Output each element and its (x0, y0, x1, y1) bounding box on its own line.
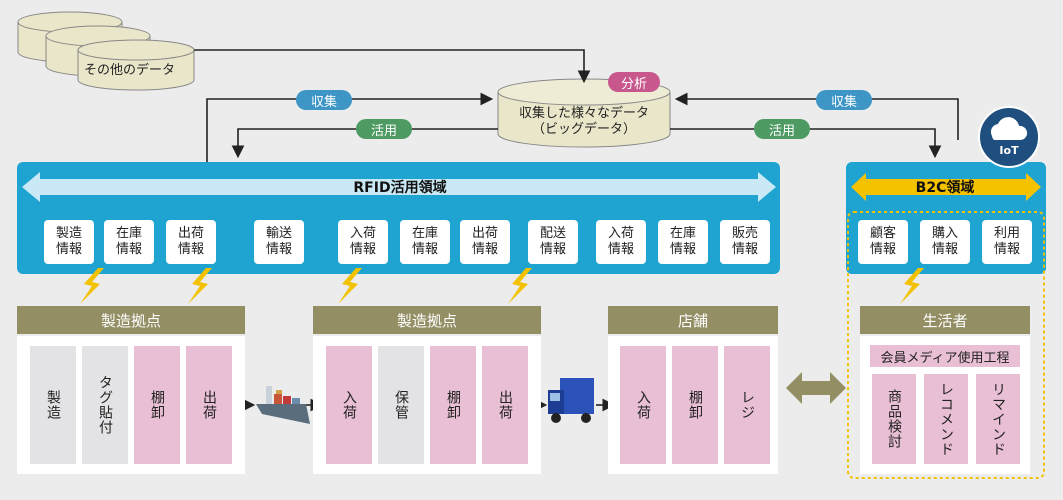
factory2-step-label: 入荷 (341, 390, 357, 420)
store-bar: 店舗 (608, 306, 778, 334)
factory-bar-2: 製造拠点 (313, 306, 541, 334)
rfid-info-text: 出荷 (177, 226, 204, 241)
store-step-label: 棚卸 (687, 390, 703, 420)
rfid-info-text: 販売 (731, 226, 758, 241)
rfid-info-text: 情報 (731, 242, 758, 257)
factory2-step: 棚卸 (430, 346, 476, 464)
iot-cloud-icon (978, 106, 1040, 168)
use-badge-right: 活用 (754, 119, 810, 139)
b2c-double-arrow (851, 173, 1041, 201)
store-step: レジ (724, 346, 770, 464)
consumer-step: 商品検討 (872, 374, 916, 464)
factory1-step-label: 出荷 (201, 390, 217, 420)
consumer-bar: 生活者 (860, 306, 1030, 334)
factory1-step: 棚卸 (134, 346, 180, 464)
factory1-step-label: 製造 (45, 390, 61, 420)
analysis-badge: 分析 (608, 72, 660, 92)
rfid-info-text: 情報 (55, 242, 82, 257)
rfid-info-text: 情報 (349, 242, 376, 257)
use-badge-left: 活用 (356, 119, 412, 139)
rfid-info-box: 販売情報 (720, 220, 770, 264)
rfid-info-text: 情報 (115, 242, 142, 257)
factory1-step-label: 棚卸 (149, 390, 165, 420)
rfid-info-box: 製造情報 (44, 220, 94, 264)
b2c-info-text: 購入 (931, 226, 958, 241)
rfid-info-text: 情報 (607, 242, 634, 257)
collect-badge-right: 収集 (816, 90, 872, 110)
store-step-label: 入荷 (635, 390, 651, 420)
other-data-label: その他のデータ (84, 63, 176, 78)
other-data-cylinders (17, 11, 195, 91)
rfid-info-box: 配送情報 (528, 220, 578, 264)
cargo-ship-icon (256, 386, 310, 424)
factory-bar-1: 製造拠点 (17, 306, 245, 334)
rfid-info-text: 情報 (177, 242, 204, 257)
rfid-info-text: 入荷 (607, 226, 634, 241)
rfid-info-text: 配送 (539, 226, 566, 241)
rfid-info-box: 入荷情報 (338, 220, 388, 264)
rfid-info-text: 在庫 (411, 226, 438, 241)
rfid-info-box: 出荷情報 (460, 220, 510, 264)
consumer-step-label: レコメンド (938, 381, 954, 457)
rfid-info-text: 入荷 (349, 226, 376, 241)
iot-label: IoT (999, 144, 1019, 157)
rfid-info-box: 輸送情報 (254, 220, 304, 264)
b2c-info-text: 顧客 (869, 226, 896, 241)
factory2-step-label: 出荷 (497, 390, 513, 420)
rfid-area-title: RFID活用領域 (353, 180, 447, 196)
truck-icon (548, 378, 594, 423)
b2c-area-title: B2C領域 (915, 180, 975, 196)
rfid-info-box: 在庫情報 (104, 220, 154, 264)
store-consumer-double-arrow (786, 372, 846, 404)
rfid-info-text: 在庫 (115, 226, 142, 241)
consumer-step-label: リマインド (990, 381, 1006, 457)
rfid-info-text: 在庫 (669, 226, 696, 241)
b2c-info-box: 利用情報 (982, 220, 1032, 264)
b2c-info-text: 情報 (993, 242, 1020, 257)
rfid-info-text: 情報 (471, 242, 498, 257)
b2c-info-text: 情報 (869, 242, 896, 257)
b2c-dotted-frame (847, 211, 1045, 479)
rfid-info-text: 情報 (539, 242, 566, 257)
factory1-step-label: タグ貼付 (97, 375, 113, 435)
member-media-usage: 会員メディア使用工程 (870, 345, 1020, 367)
b2c-info-text: 情報 (931, 242, 958, 257)
rfid-info-box: 在庫情報 (400, 220, 450, 264)
rfid-info-text: 輸送 (265, 226, 292, 241)
factory1-step: 製造 (30, 346, 76, 464)
consumer-step: リマインド (976, 374, 1020, 464)
b2c-info-box: 顧客情報 (858, 220, 908, 264)
factory2-step: 入荷 (326, 346, 372, 464)
wireless-signal-icons (80, 268, 924, 304)
b2c-info-text: 利用 (993, 226, 1020, 241)
store-step: 棚卸 (672, 346, 718, 464)
rfid-info-text: 出荷 (471, 226, 498, 241)
store-step: 入荷 (620, 346, 666, 464)
collect-badge-left: 収集 (296, 90, 352, 110)
rfid-info-box: 入荷情報 (596, 220, 646, 264)
consumer-step-label: 商品検討 (886, 389, 902, 449)
factory2-step: 保管 (378, 346, 424, 464)
rfid-double-arrow (22, 172, 776, 202)
rfid-info-text: 情報 (669, 242, 696, 257)
factory1-step: タグ貼付 (82, 346, 128, 464)
b2c-info-box: 購入情報 (920, 220, 970, 264)
rfid-info-box: 出荷情報 (166, 220, 216, 264)
rfid-info-box: 在庫情報 (658, 220, 708, 264)
consumer-step: レコメンド (924, 374, 968, 464)
factory2-step-label: 棚卸 (445, 390, 461, 420)
factory2-step: 出荷 (482, 346, 528, 464)
factory2-step-label: 保管 (393, 390, 409, 420)
big-data-label: 収集した様々なデータ （ビッグデータ） (518, 106, 649, 137)
rfid-info-text: 製造 (55, 226, 82, 241)
rfid-info-text: 情報 (411, 242, 438, 257)
factory1-step: 出荷 (186, 346, 232, 464)
rfid-info-text: 情報 (265, 242, 292, 257)
store-step-label: レジ (739, 390, 755, 420)
